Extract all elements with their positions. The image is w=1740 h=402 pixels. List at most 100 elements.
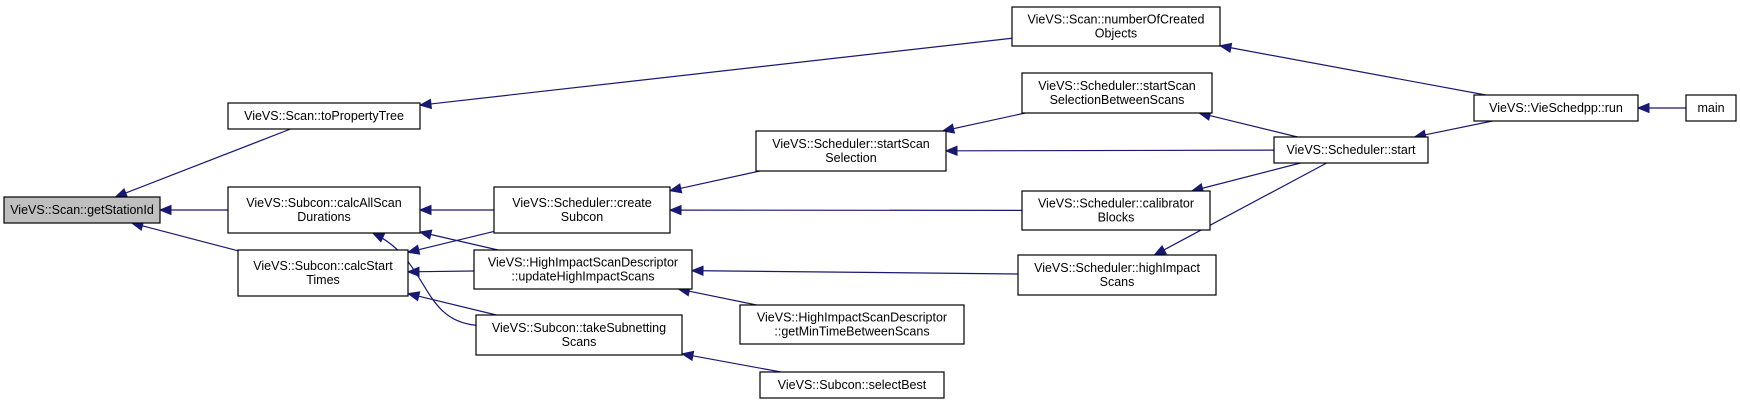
arrowhead: [418, 204, 432, 216]
node-label: VieVS::VieSchedpp::run: [1489, 101, 1623, 115]
edge-number-of-created-objects-to-to-property-tree: [430, 37, 1013, 105]
arrowhead: [406, 291, 421, 302]
arrowhead: [418, 229, 433, 240]
edge-high-impact-scans-to-update-high-impact-scans: [702, 270, 1019, 275]
edge-run-to-start: [1425, 120, 1493, 136]
arrowhead: [114, 187, 129, 198]
arrowhead: [668, 204, 682, 216]
node-label: Blocks: [1098, 211, 1135, 225]
edge-start-scan-selection-between-scans-to-start-scan-selection: [953, 112, 1026, 130]
node-label: VieVS::HighImpactScanDescriptor: [488, 256, 678, 270]
node-box: [493, 186, 671, 234]
edge-take-subnetting-scans-to-calc-start-times: [418, 295, 497, 316]
node-box: [1273, 136, 1429, 164]
node-label: VieVS::Scheduler::highImpact: [1034, 261, 1200, 275]
node-label: VieVS::Scan::numberOfCreated: [1028, 13, 1205, 27]
node-box: [1011, 6, 1221, 47]
arrowhead: [158, 204, 172, 216]
node-label: Scans: [1100, 275, 1135, 289]
node-label: Objects: [1095, 27, 1137, 41]
edge-take-subnetting-scans-to-calc-all-scan-durations: [372, 232, 477, 326]
edge-start-to-high-impact-scans: [1163, 162, 1327, 251]
node-label: Subcon: [561, 210, 603, 224]
node-label: VieVS::Scan::getStationId: [10, 203, 154, 217]
edge-update-high-impact-scans-to-calc-start-times: [418, 270, 475, 273]
edge-layer: [114, 37, 1686, 373]
arrowhead: [1153, 244, 1168, 256]
node-start-scan-selection-between-scans[interactable]: VieVS::Scheduler::startScanSelectionBetw…: [1021, 72, 1213, 114]
node-label: Times: [306, 273, 340, 287]
node-main[interactable]: main: [1685, 94, 1737, 122]
node-box: [475, 314, 683, 356]
node-label: VieVS::Subcon::calcStart: [253, 259, 393, 273]
node-label: VieVS::Scheduler::startScan: [1038, 79, 1196, 93]
node-box: [227, 186, 421, 234]
node-box: [739, 304, 965, 345]
node-label: main: [1697, 101, 1724, 115]
node-label: VieVS::Scheduler::startScan: [772, 137, 930, 151]
edge-start-to-start-scan-selection-between-scans: [1209, 115, 1298, 138]
node-box: [1017, 254, 1217, 296]
node-label: VieVS::Subcon::selectBest: [778, 378, 927, 392]
edge-start-to-calibrator-blocks: [1202, 162, 1301, 189]
edge-start-to-start-scan-selection: [956, 149, 1275, 152]
node-label: VieVS::Subcon::takeSubnetting: [492, 321, 666, 335]
arrowhead: [690, 265, 704, 276]
edge-select-best-to-take-subnetting-scans: [692, 355, 782, 373]
edge-calc-start-times-to-get-station-id: [142, 225, 239, 252]
arrowhead: [1636, 102, 1650, 114]
node-box: [227, 102, 421, 130]
arrowhead: [668, 183, 683, 194]
node-layer: VieVS::Scan::getStationId VieVS::Scan::to…: [3, 6, 1737, 399]
edge-to-property-tree-to-get-station-id: [125, 128, 291, 194]
node-to-property-tree[interactable]: VieVS::Scan::toPropertyTree: [227, 102, 421, 130]
node-run[interactable]: VieVS::VieSchedpp::run: [1473, 94, 1639, 122]
node-box: [1473, 94, 1639, 122]
node-box: [1685, 94, 1737, 122]
node-update-high-impact-scans[interactable]: VieVS::HighImpactScanDescriptor::updateH…: [473, 249, 693, 290]
arrowhead: [406, 244, 421, 255]
arrowhead: [944, 145, 958, 157]
node-label: Scans: [562, 335, 597, 349]
node-label: VieVS::Scheduler::create: [512, 196, 651, 210]
node-box: [1021, 72, 1213, 114]
node-box: [1021, 190, 1211, 231]
edge-start-scan-selection-to-create-subcon: [680, 170, 760, 189]
node-label: ::updateHighImpactScans: [511, 270, 654, 284]
node-start[interactable]: VieVS::Scheduler::start: [1273, 136, 1429, 164]
edge-get-min-time-between-scans-to-update-high-impact-scans: [689, 290, 757, 306]
node-label: VieVS::Scheduler::start: [1286, 143, 1416, 157]
node-box: [237, 249, 409, 297]
node-label: VieVS::Subcon::calcAllScan: [246, 196, 401, 210]
arrowhead: [1218, 42, 1233, 54]
edge-run-to-number-of-created-objects: [1230, 47, 1486, 96]
node-label: VieVS::HighImpactScanDescriptor: [757, 311, 947, 325]
edge-create-subcon-to-calc-start-times: [418, 230, 495, 251]
edge-update-high-impact-scans-to-calc-all-scan-durations: [430, 233, 499, 251]
node-label: VieVS::Scan::toPropertyTree: [244, 109, 404, 123]
node-select-best[interactable]: VieVS::Subcon::selectBest: [759, 371, 945, 399]
node-box: [473, 249, 693, 290]
arrowhead: [406, 266, 420, 277]
arrowhead: [418, 98, 433, 110]
node-box: [3, 196, 161, 224]
arrowhead: [680, 350, 695, 362]
node-box: [755, 130, 947, 172]
node-get-min-time-between-scans[interactable]: VieVS::HighImpactScanDescriptor::getMinT…: [739, 304, 965, 345]
node-get-station-id[interactable]: VieVS::Scan::getStationId: [3, 196, 161, 224]
node-box: [759, 371, 945, 399]
arrowhead: [371, 232, 386, 243]
node-label: Durations: [297, 210, 351, 224]
node-label: SelectionBetweenScans: [1050, 93, 1185, 107]
node-label: Selection: [825, 151, 876, 165]
node-label: ::getMinTimeBetweenScans: [774, 325, 929, 339]
